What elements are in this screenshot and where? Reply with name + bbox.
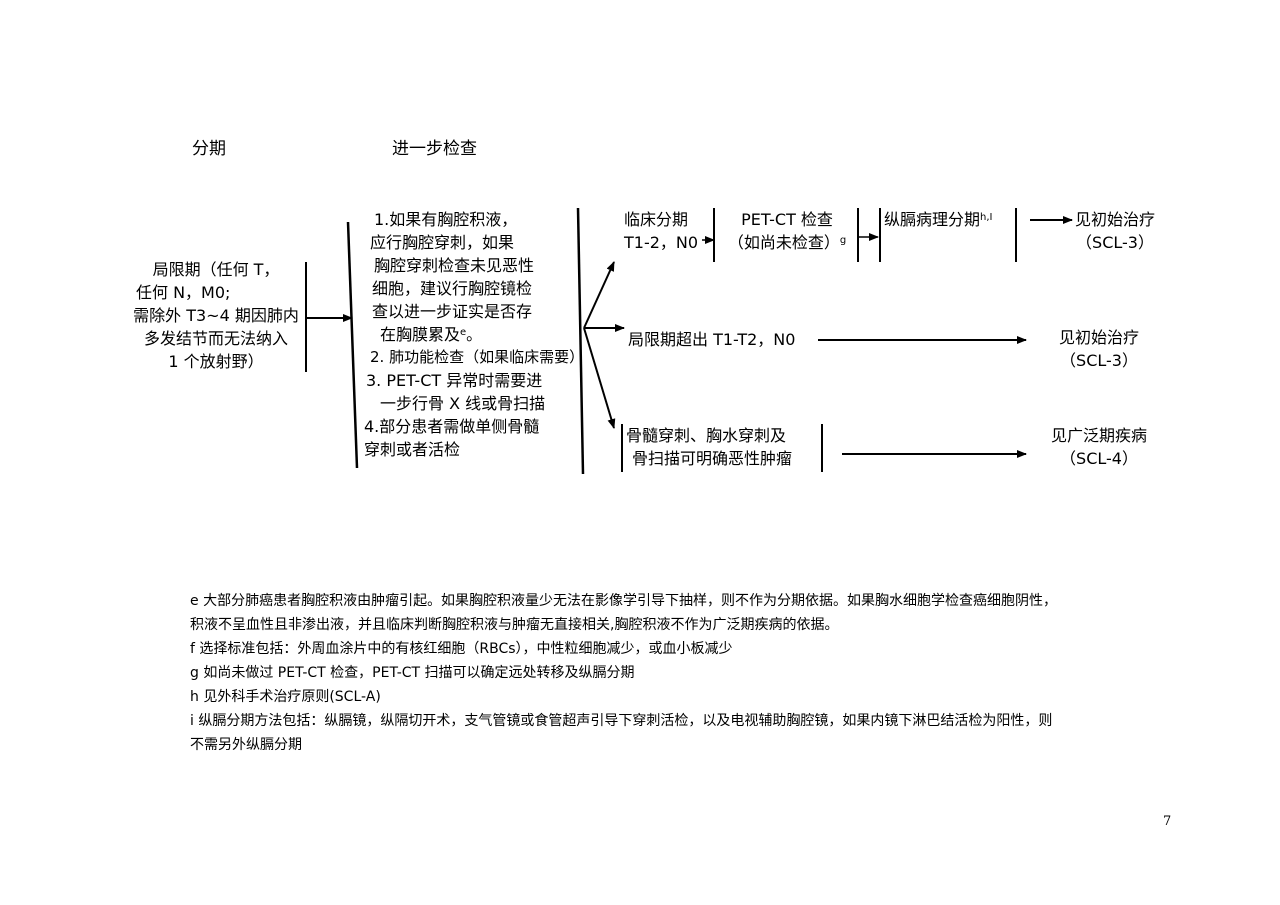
header-workup: 进一步检查: [392, 139, 477, 159]
arrow-to-clinical: [583, 261, 615, 329]
stage-line: 任何 N，M0;: [136, 283, 231, 302]
result3-line1: 见广泛期疾病: [1050, 426, 1147, 445]
header-staging: 分期: [192, 139, 226, 159]
stage-line: 需除外 T3~4 期因肺内: [133, 306, 299, 325]
footnote-ref-g: g: [839, 235, 847, 246]
arrow-to-marrow: [583, 327, 616, 429]
result1-line1: 见初始治疗: [1074, 210, 1155, 229]
footnote-ref-e: e: [460, 327, 467, 338]
workup-line: 穿刺或者活检: [364, 440, 461, 459]
workup-line: 胸腔穿刺检查未见恶性: [374, 256, 535, 275]
petct-line1: PET-CT 检查: [741, 210, 833, 229]
workup-line: 查以进一步证实是否存: [372, 302, 533, 321]
stage-line: 1 个放射野）: [168, 352, 264, 371]
footnote-e-line2: 积液不呈血性且非渗出液，并且临床判断胸腔积液与肿瘤无直接相关,胸腔积液不作为广泛…: [190, 617, 839, 633]
result2-box: 见初始治疗 （SCL-3）: [1040, 326, 1158, 372]
result1-box: 见初始治疗 （SCL-3）: [1056, 208, 1174, 254]
clinical-stage-line1: 临床分期: [624, 210, 689, 229]
mediastinal-staging-label: 纵膈病理分期: [884, 210, 981, 229]
workup-line: 在胸膜累及e。: [360, 323, 584, 346]
workup-bracket-right: [576, 207, 585, 475]
petct-line2-text: （如尚未检查）: [727, 233, 840, 252]
page-number: 7: [1163, 814, 1172, 829]
petct-box: PET-CT 检查 （如尚未检查）g: [718, 208, 856, 254]
workup-line-text: 在胸膜累及: [380, 325, 461, 344]
clinical-stage-line2: T1-2，N0: [624, 233, 699, 252]
footnote-i-line2: 不需另外纵膈分期: [190, 737, 302, 753]
workup-line: 1.如果有胸腔积液，: [374, 210, 518, 229]
workup-bracket-left: [346, 221, 359, 469]
clinical-stage-box: 临床分期 T1-2，N0: [624, 208, 698, 254]
workup-line: 细胞，建议行胸腔镜检: [372, 279, 533, 298]
workup-line: 一步行骨 X 线或骨扫描: [380, 394, 546, 413]
footnote-f: f 选择标准包括：外周血涂片中的有核红细胞（RBCs），中性粒细胞减少，或血小板…: [190, 641, 733, 657]
marrow-line2: 骨扫描可明确恶性肿瘤: [632, 449, 793, 468]
workup-line: 应行胸腔穿刺，如果: [370, 233, 515, 252]
result2-line1: 见初始治疗: [1058, 328, 1139, 347]
stage-line: 局限期（任何 T，: [152, 260, 280, 279]
workup-line-period: 。: [466, 325, 483, 344]
workup-line: 3. PET-CT 异常时需要进: [366, 371, 543, 390]
footnote-ref-hi: h,I: [980, 212, 993, 223]
result3-line2: （SCL-4）: [1060, 449, 1138, 468]
footnote-g: g 如尚未做过 PET-CT 检查，PET-CT 扫描可以确定远处转移及纵膈分期: [190, 665, 635, 681]
footnote-e-line1: e 大部分肺癌患者胸腔积液由肿瘤引起。如果胸腔积液量少无法在影像学引导下抽样，则…: [190, 593, 1058, 609]
result3-box: 见广泛期疾病 （SCL-4）: [1034, 424, 1164, 470]
result2-line2: （SCL-3）: [1060, 351, 1138, 370]
workup-line: 2. 肺功能检查（如果临床需要）: [370, 348, 585, 366]
footnote-i-line1: i 纵膈分期方法包括：纵膈镜，纵隔切开术，支气管镜或食管超声引导下穿刺活检，以及…: [190, 713, 1053, 729]
beyond-limited-box: 局限期超出 T1-T2，N0: [628, 330, 796, 349]
result1-line2: （SCL-3）: [1076, 233, 1154, 252]
petct-line2: （如尚未检查）g: [718, 231, 856, 254]
stage-line: 多发结节而无法纳入: [143, 329, 288, 348]
workup-list: 1.如果有胸腔积液， 应行胸腔穿刺，如果 胸腔穿刺检查未见恶性 细胞，建议行胸腔…: [360, 208, 584, 461]
mediastinal-staging-box: 纵膈病理分期h,I: [884, 208, 992, 231]
marrow-line1: 骨髓穿刺、胸水穿刺及: [626, 426, 787, 445]
marrow-box: 骨髓穿刺、胸水穿刺及 骨扫描可明确恶性肿瘤: [626, 424, 792, 470]
footnote-h: h 见外科手术治疗原则(SCL-A): [190, 689, 381, 705]
workup-line: 4.部分患者需做单侧骨髓: [364, 417, 540, 436]
stage-description: 局限期（任何 T， 任何 N，M0; 需除外 T3~4 期因肺内 多发结节而无法…: [126, 258, 306, 373]
